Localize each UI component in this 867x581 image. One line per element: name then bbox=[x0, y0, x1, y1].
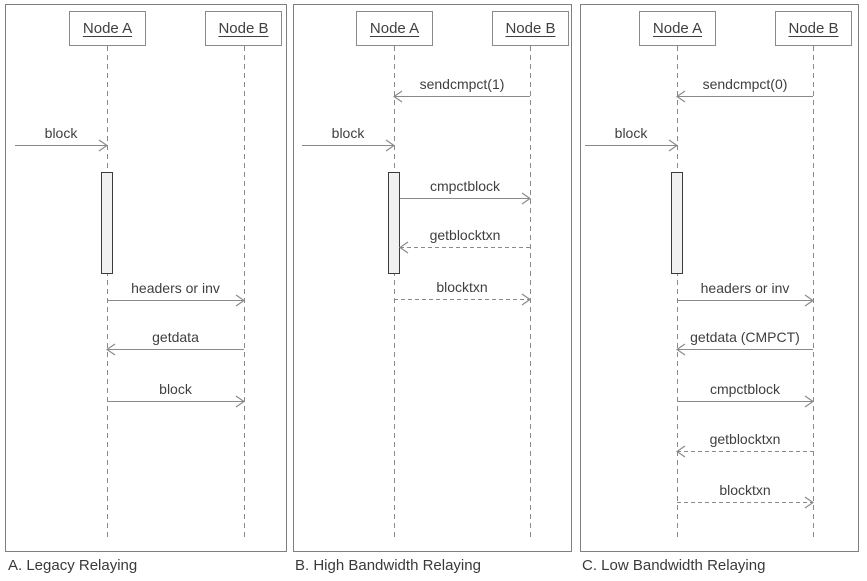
panel-b-caption: B. High Bandwidth Relaying bbox=[295, 557, 481, 574]
panel-b-frame bbox=[293, 4, 572, 552]
panel-a-frame bbox=[5, 4, 287, 552]
panel-a-caption: A. Legacy Relaying bbox=[8, 557, 138, 574]
panel-c-frame bbox=[580, 4, 859, 552]
panel-c-caption: C. Low Bandwidth Relaying bbox=[582, 557, 766, 574]
